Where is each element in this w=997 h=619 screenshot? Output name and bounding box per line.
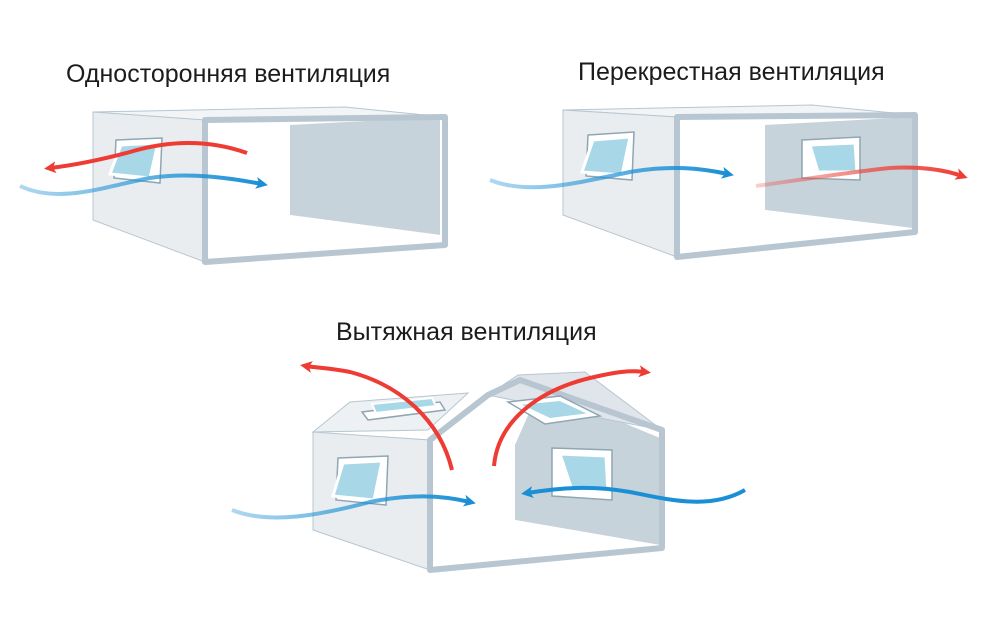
title-stack-ventilation: Вытяжная вентиляция (336, 318, 597, 346)
window-icon (579, 131, 635, 181)
window-icon (107, 137, 163, 184)
title-cross-ventilation: Перекрестная вентиляция (578, 58, 885, 86)
cold-air-arrow-right (521, 485, 746, 504)
floor (432, 520, 660, 568)
room-stack (231, 361, 746, 573)
warm-air-arrow-right (492, 365, 651, 467)
front-frame (427, 377, 665, 573)
window-icon (331, 455, 389, 506)
cold-air-arrow (19, 173, 268, 196)
roof-window-icon (360, 396, 447, 421)
window-icon (551, 447, 613, 501)
room-single-sided (19, 106, 448, 265)
front-frame (674, 112, 918, 260)
cold-air-arrow (489, 165, 734, 190)
cold-air-arrow-left (231, 494, 476, 520)
window-icon (801, 136, 861, 181)
warm-air-arrow (44, 141, 248, 174)
interior-back-wall (290, 117, 440, 235)
floor (680, 210, 912, 245)
warm-air-arrow (755, 165, 968, 188)
room-cross (489, 104, 968, 260)
floor (210, 215, 440, 248)
front-frame (202, 114, 448, 265)
title-single-sided-ventilation: Односторонняя вентиляция (66, 60, 391, 88)
warm-air-arrow-left (300, 361, 454, 471)
